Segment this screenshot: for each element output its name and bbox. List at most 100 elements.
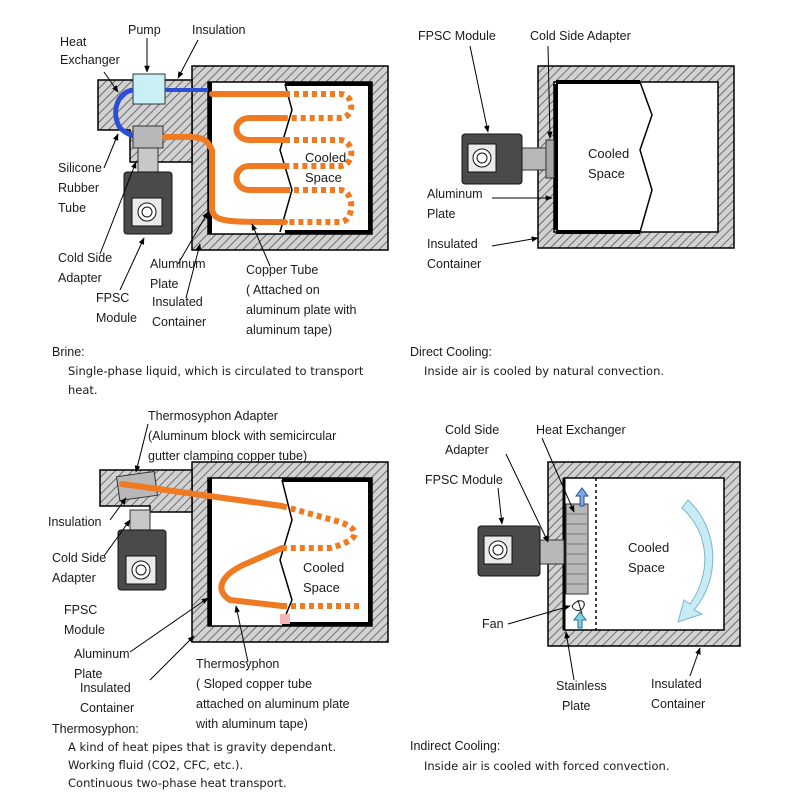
label-insulated-container: Container — [152, 315, 206, 329]
caption-direct-text: Inside air is cooled by natural convecti… — [424, 364, 664, 378]
label-heat-exchanger: Heat Exchanger — [536, 423, 626, 437]
label-stainless-plate: Plate — [562, 699, 591, 713]
heat-exchanger-insulation-block — [97, 79, 193, 163]
panel-indirect-cooling: Cold Side Adapter Heat Exchanger FPSC Mo… — [410, 423, 741, 773]
label-aluminum-plate: Aluminum — [74, 647, 130, 661]
label-insulation: Insulation — [48, 515, 102, 529]
cold-side-adapter — [137, 147, 159, 173]
pump — [132, 73, 166, 105]
label-thermosyphon: attached on aluminum plate — [196, 697, 350, 711]
fan-icon — [571, 599, 585, 615]
leader-cold-side — [505, 453, 549, 543]
label-heat-exchanger: Exchanger — [60, 53, 120, 67]
label-insulated-container: Insulated — [427, 237, 478, 251]
label-cold-side-adapter: Adapter — [58, 271, 102, 285]
label-cooled-space: Space — [588, 166, 625, 181]
cooled-space-boundary — [285, 82, 372, 234]
label-insulation: Insulation — [192, 23, 246, 37]
label-cooled-space: Cooled — [303, 560, 344, 575]
leader-adapter — [134, 423, 149, 473]
panel-direct-cooling: FPSC Module Cold Side Adapter Aluminum P… — [410, 29, 735, 378]
label-insulated-container: Insulated — [651, 677, 702, 691]
fpsc-module-port — [488, 540, 508, 560]
caption-thermo-text: Continuous two-phase heat transport. — [68, 776, 287, 790]
label-cold-side-adapter: Cold Side — [445, 423, 499, 437]
aluminum-plate — [208, 478, 212, 626]
copper-tube — [162, 133, 288, 225]
caption-thermo-text: A kind of heat pipes that is gravity dep… — [68, 740, 336, 754]
label-copper-tube: aluminum tape) — [246, 323, 332, 337]
heat-exchanger — [565, 503, 589, 595]
leader-fan — [507, 605, 571, 625]
label-fpsc-module: FPSC Module — [418, 29, 496, 43]
cold-side-heat-exchanger — [132, 125, 164, 149]
leader-cold-side — [99, 161, 137, 255]
label-cooled-space: Space — [305, 170, 342, 185]
panel-brine: Pump Insulation Heat Exchanger Silicone … — [52, 23, 389, 397]
leader-copper — [251, 223, 271, 267]
label-cooled-space: Space — [303, 580, 340, 595]
label-copper-tube: Copper Tube — [246, 263, 318, 277]
leader-aluminum — [177, 211, 209, 265]
label-thermosyphon: ( Sloped copper tube — [196, 677, 312, 691]
leader-fpsc — [497, 487, 505, 525]
label-cold-side-adapter: Adapter — [52, 571, 96, 585]
leader-silicone — [103, 133, 119, 169]
caption-thermo-text: Working fluid (CO2, CFC, etc.). — [68, 758, 243, 772]
air-flow-up-icon — [575, 487, 589, 507]
label-silicone-rubber-tube: Rubber — [58, 181, 99, 195]
leader-heat-exchanger — [541, 437, 575, 513]
label-insulated-container: Insulated — [152, 295, 203, 309]
copper-tube-coil — [209, 91, 288, 193]
cooled-space-break-line — [279, 479, 293, 625]
label-insulated-container: Container — [427, 257, 481, 271]
cooled-space-boundary — [282, 478, 372, 626]
label-insulated-container: Insulated — [80, 681, 131, 695]
cooled-space-break-line — [639, 81, 653, 233]
label-silicone-rubber-tube: Silicone — [58, 161, 102, 175]
caption-indirect-text: Inside air is cooled with forced convect… — [424, 759, 670, 773]
label-fpsc-module: Module — [96, 311, 137, 325]
label-cooled-space: Cooled — [628, 540, 669, 555]
leader-stainless — [564, 631, 575, 681]
label-thermosyphon-adapter: Thermosyphon Adapter — [148, 409, 278, 423]
label-copper-tube: aluminum plate with — [246, 303, 357, 317]
leader-insulated — [689, 647, 701, 677]
leader-insulated — [185, 243, 202, 299]
leader-heat-exchanger — [103, 71, 119, 93]
cold-side-adapter — [539, 539, 565, 565]
panel-thermosyphon: Thermosyphon Adapter (Aluminum block wit… — [48, 409, 389, 790]
air-circulation-arrow-icon — [677, 499, 714, 623]
label-aluminum-plate: Plate — [150, 277, 179, 291]
caption-brine-title: Brine: — [52, 345, 85, 359]
caption-brine-text: Single-phase liquid, which is circulated… — [68, 364, 364, 378]
label-stainless-plate: Stainless — [556, 679, 607, 693]
insulated-container — [537, 65, 735, 249]
leader-thermosyphon — [234, 605, 249, 663]
label-aluminum-plate: Plate — [74, 667, 103, 681]
thermosyphon-copper-tube-hidden — [281, 503, 360, 609]
label-cooled-space: Space — [628, 560, 665, 575]
heat-exchanger-fins — [566, 513, 588, 585]
label-aluminum-plate: Plate — [427, 207, 456, 221]
label-aluminum-plate: Aluminum — [150, 257, 206, 271]
label-copper-tube: ( Attached on — [246, 283, 320, 297]
label-heat-exchanger: Heat — [60, 35, 87, 49]
label-thermosyphon: Thermosyphon — [196, 657, 279, 671]
label-pump: Pump — [128, 23, 161, 37]
label-cold-side-adapter: Adapter — [445, 443, 489, 457]
tape-marker — [280, 614, 290, 624]
label-fan: Fan — [482, 617, 504, 631]
leader-aluminum — [129, 597, 209, 653]
aluminum-plate — [554, 84, 558, 230]
air-flow-return-icon — [573, 611, 587, 629]
label-insulated-container: Container — [651, 697, 705, 711]
leader-cold-side — [103, 519, 131, 557]
leader-insulated — [491, 236, 539, 247]
silicone-rubber-tube — [113, 87, 134, 139]
label-insulated-container: Container — [80, 701, 134, 715]
cold-side-adapter-end — [545, 139, 555, 179]
label-aluminum-plate: Aluminum — [427, 187, 483, 201]
leader-cold-side — [547, 45, 553, 139]
label-cold-side-adapter: Cold Side — [58, 251, 112, 265]
